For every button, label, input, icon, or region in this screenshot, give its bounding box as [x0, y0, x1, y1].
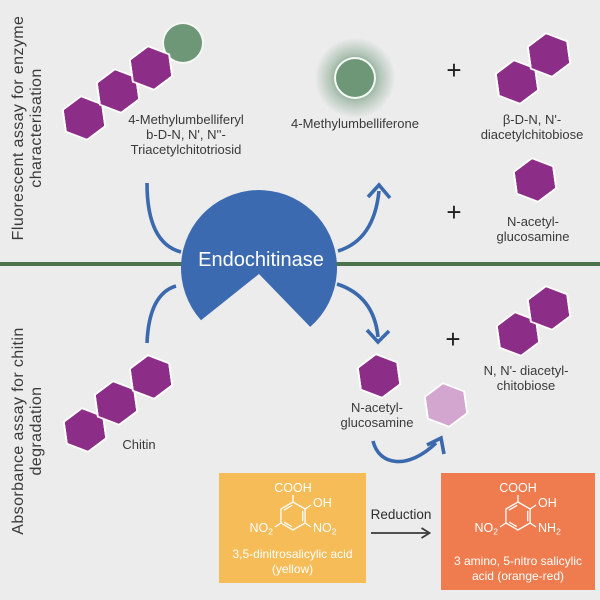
- benzene-ring: [279, 501, 306, 531]
- dns-group-no2-left: NO: [249, 521, 268, 535]
- dns-group-no2-right-sub: 2: [331, 527, 336, 537]
- chitobiose-top-label-line: β-D-N, N'-: [502, 112, 562, 127]
- svg-text:NO2: NO2: [313, 521, 337, 537]
- sugar-hexagon-fill: [357, 353, 400, 400]
- arrow-nag-to-reduced-sugar: [371, 440, 438, 464]
- dns-group-no2-right: NO: [313, 521, 332, 535]
- methylumbelliferone-label: 4-Methylumbelliferone: [270, 116, 440, 131]
- ans-group-cooh: COOH: [499, 481, 537, 495]
- chitobiose-bottom-label: N, N'- diacetyl- chitobiose: [441, 363, 600, 393]
- ans-caption-line: 3 amino, 5-nitro salicylic: [453, 554, 583, 568]
- reduction-arrowhead: [421, 527, 432, 539]
- dns-structure: COOH OH NO2 NO2: [249, 481, 337, 537]
- fluorophore-released-circle: [334, 57, 376, 99]
- dns-caption-line: (yellow): [271, 562, 314, 576]
- nag-bottom-label-line: glucosamine: [340, 415, 414, 430]
- sugar-hexagon-fill: [513, 157, 556, 204]
- arrowhead-down: [365, 328, 391, 345]
- ans-box: COOH OH NO2 NH2 3 amino, 5-nitro salicyl…: [441, 473, 595, 590]
- chitin-label-line: Chitin: [122, 437, 156, 452]
- sugar-hexagon: [511, 154, 559, 205]
- ans-structure: COOH OH NO2 NH2: [475, 481, 562, 537]
- dns-caption-line: 3,5-dinitrosalicylic acid: [232, 547, 353, 561]
- arrow-chitin-to-enzyme: [145, 284, 177, 344]
- dns-caption: 3,5-dinitrosalicylic acid (yellow): [219, 547, 366, 577]
- plus-sign: +: [446, 197, 462, 227]
- chitin-label: Chitin: [54, 437, 224, 452]
- reduction-label: Reduction: [370, 507, 432, 522]
- section-label-fluorescent-assay: Fluorescent assay for enzyme characteris…: [10, 0, 46, 268]
- chitobiose-top-label: β-D-N, N'- diacetylchitobiose: [447, 112, 600, 142]
- section-label-line: degradation: [28, 386, 45, 476]
- sugar-hexagon: [355, 350, 403, 401]
- dns-group-no2-left-sub: 2: [268, 527, 273, 537]
- section-label-line: characterisation: [28, 68, 45, 188]
- section-divider-line: [0, 262, 600, 266]
- ans-group-oh: OH: [538, 496, 557, 510]
- substrate-label-line: b-D-N, N', N''-: [146, 127, 226, 142]
- svg-text:NO2: NO2: [249, 521, 273, 537]
- plus-sign: +: [446, 55, 462, 85]
- methylumbelliferone-label-line: 4-Methylumbelliferone: [291, 116, 419, 131]
- arrowhead-up: [366, 182, 392, 200]
- dns-box: COOH OH NO2 NO2 3,5-dinitrosalicylic aci…: [219, 473, 366, 583]
- svg-text:OH: OH: [538, 496, 557, 510]
- nag-bottom-label-line: N-acetyl-: [350, 400, 403, 415]
- svg-text:COOH: COOH: [274, 481, 312, 495]
- ans-caption: 3 amino, 5-nitro salicylic acid (orange-…: [441, 554, 595, 584]
- section-label-line: Fluorescent assay for enzyme: [10, 15, 27, 241]
- arrowhead-up-right: [426, 435, 446, 455]
- substrate-label: 4-Methylumbelliferyl b-D-N, N', N''- Tri…: [101, 112, 271, 157]
- arrow-enzyme-to-products-top: [337, 190, 381, 253]
- nag-top-label-line: glucosamine: [496, 229, 570, 244]
- enzyme-shape: [181, 190, 338, 327]
- section-label-line: Absorbance assay for chitin: [10, 327, 27, 535]
- ans-group-nh2-sub: 2: [556, 527, 561, 537]
- nag-bottom-label: N-acetyl- glucosamine: [292, 400, 462, 430]
- ans-group-nh2: NH: [538, 521, 556, 535]
- ans-caption-line: acid (orange-red): [471, 569, 565, 583]
- section-label-absorbance-assay: Absorbance assay for chitin degradation: [10, 291, 46, 571]
- ans-group-no2-sub: 2: [493, 527, 498, 537]
- substrate-label-line: 4-Methylumbelliferyl: [128, 112, 244, 127]
- substrate-label-line: Triacetylchitotriosid: [130, 142, 242, 157]
- nag-top-label: N-acetyl- glucosamine: [448, 214, 600, 244]
- arrow-enzyme-to-products-bottom: [336, 282, 380, 338]
- chitobiose-top-label-line: diacetylchitobiose: [480, 127, 584, 142]
- arrow-substrate-to-enzyme: [145, 182, 182, 254]
- enzyme-label: Endochitinase: [198, 249, 324, 271]
- chitobiose-bottom-label-line: chitobiose: [496, 378, 556, 393]
- chitobiose-bottom-label-line: N, N'- diacetyl-: [483, 363, 569, 378]
- svg-text:NO2: NO2: [475, 521, 499, 537]
- ans-group-no2: NO: [475, 521, 494, 535]
- dns-group-oh: OH: [313, 496, 332, 510]
- benzene-ring: [505, 501, 531, 531]
- svg-text:NH2: NH2: [538, 521, 561, 537]
- nag-top-label-line: N-acetyl-: [506, 214, 559, 229]
- dns-group-cooh: COOH: [274, 481, 312, 495]
- plus-sign: +: [445, 324, 461, 354]
- svg-text:COOH: COOH: [499, 481, 537, 495]
- svg-text:OH: OH: [313, 496, 332, 510]
